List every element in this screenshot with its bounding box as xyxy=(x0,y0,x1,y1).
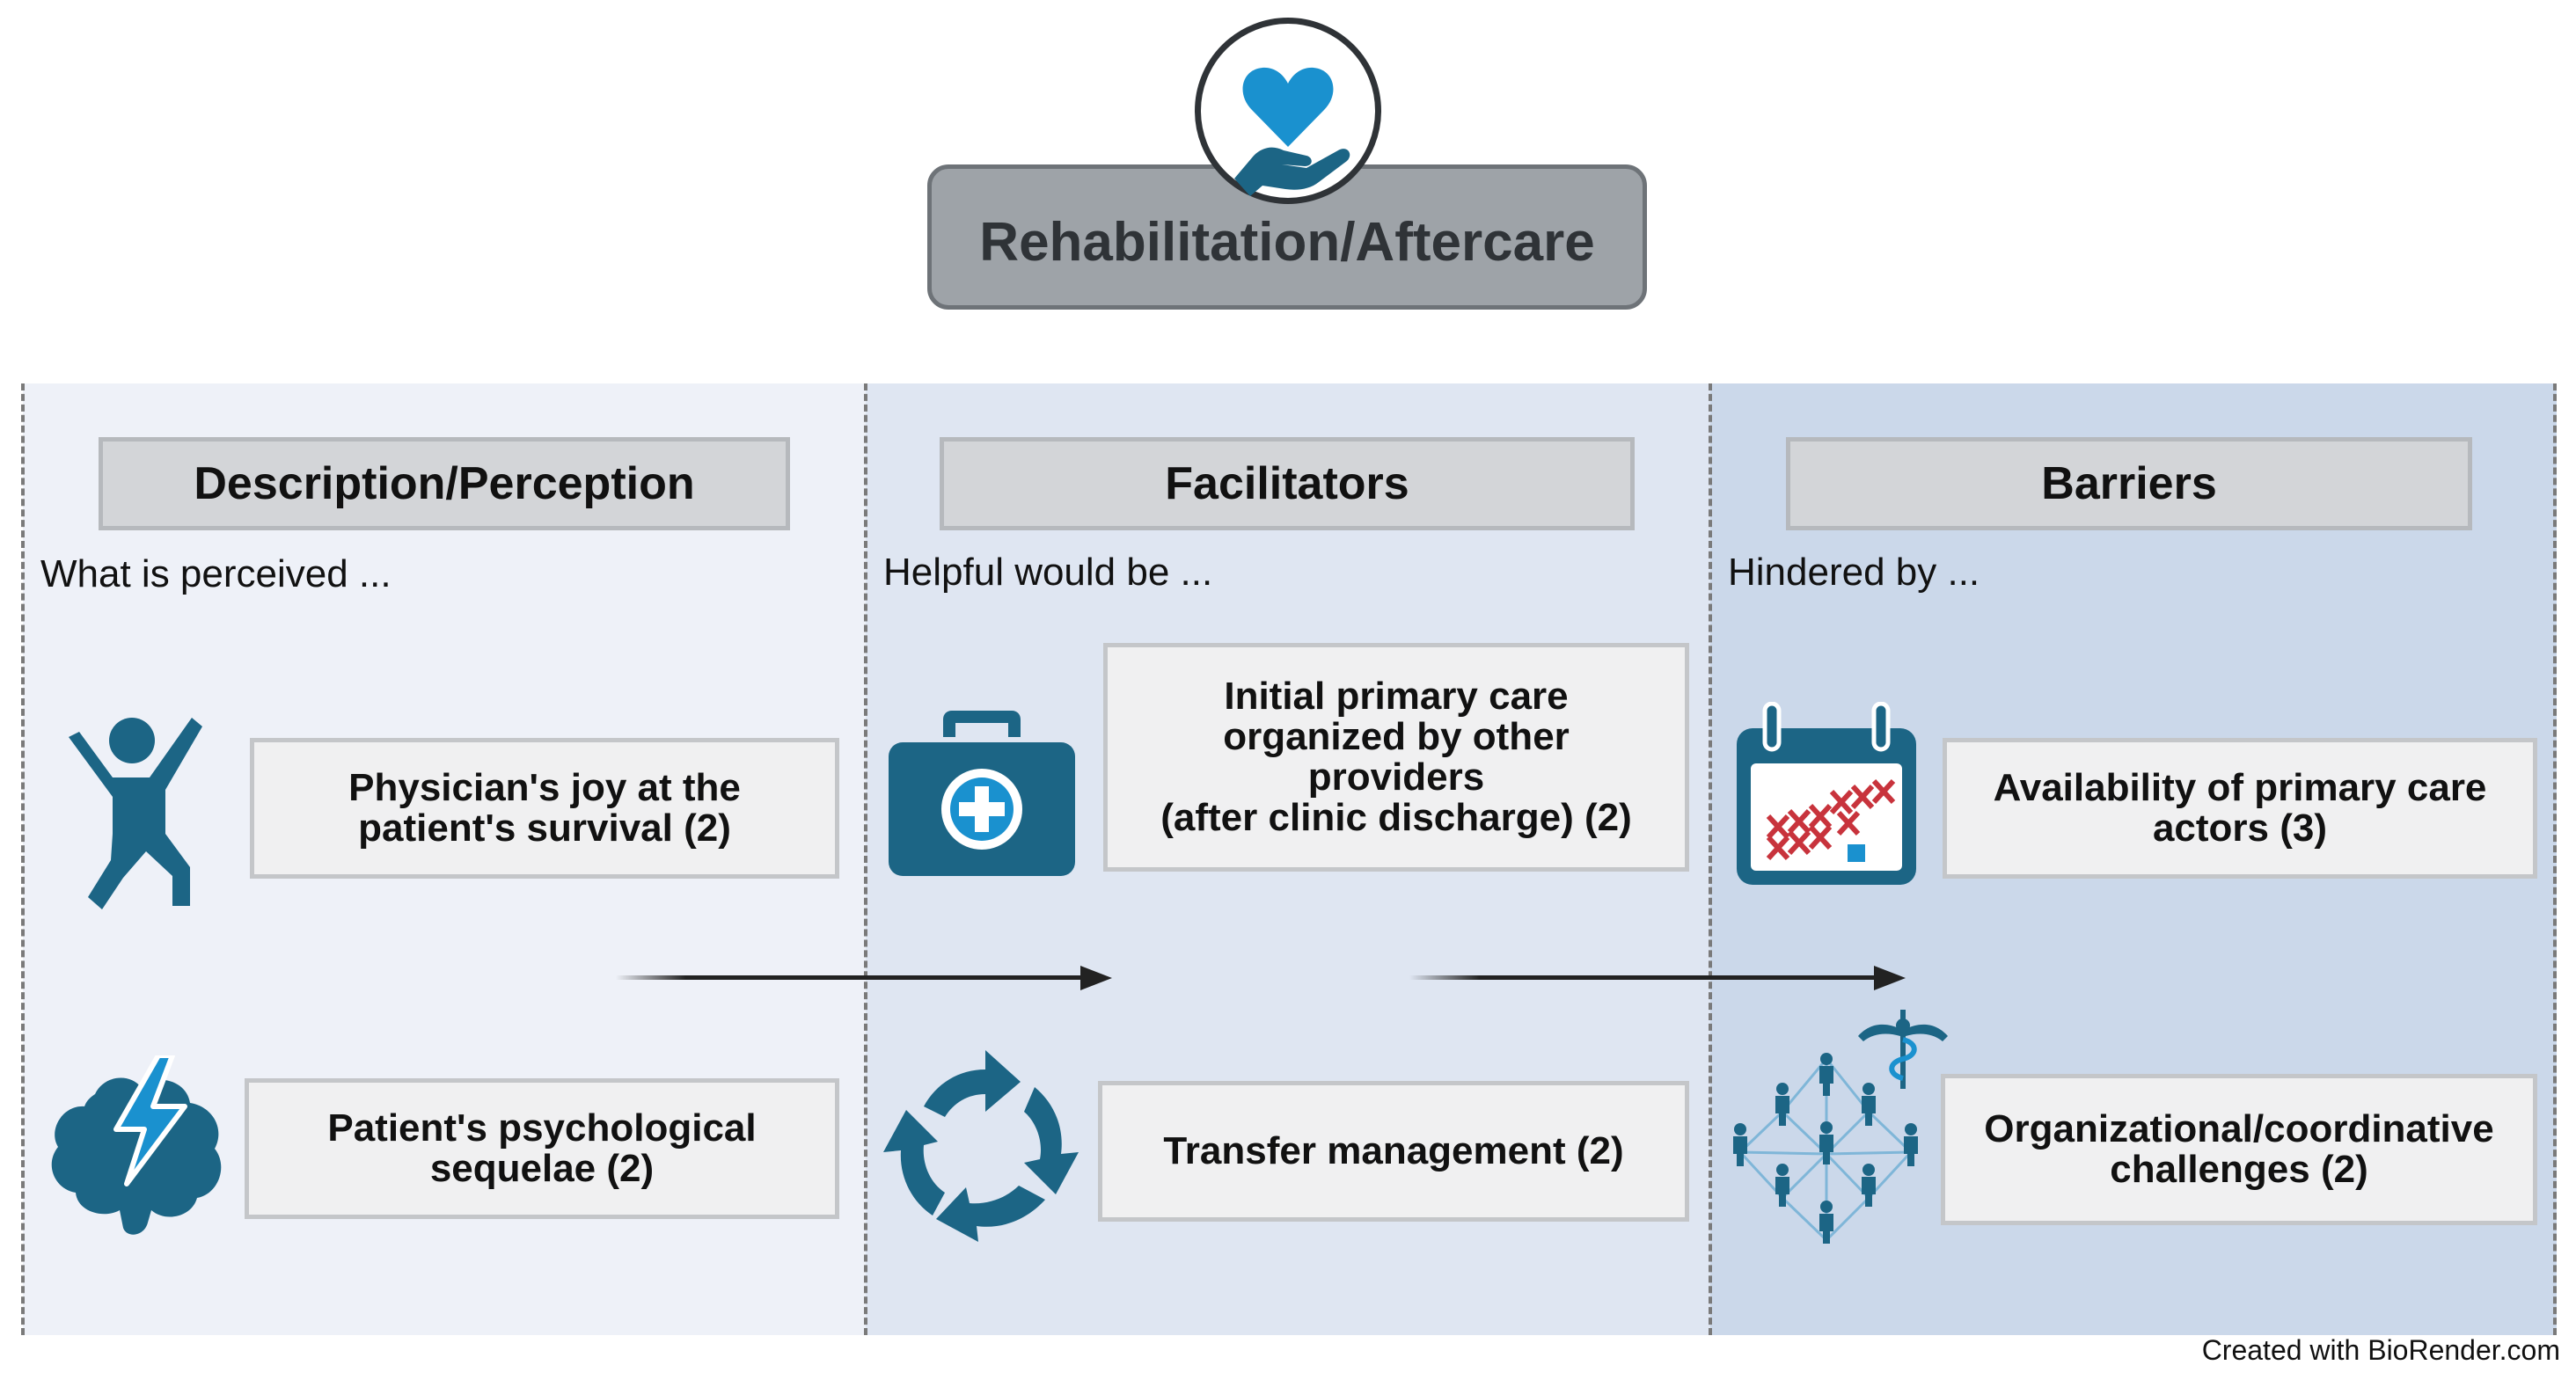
item-organizational: Organizational/coordinative challenges (… xyxy=(1941,1074,2537,1225)
item-transfer: Transfer management (2) xyxy=(1098,1081,1689,1222)
divider-2 xyxy=(1709,383,1712,1335)
header-barriers: Barriers xyxy=(1786,437,2472,530)
arrow-right-2 xyxy=(1409,966,1906,990)
credit-text: Created with BioRender.com xyxy=(2201,1334,2560,1366)
page-title: Rehabilitation/Aftercare xyxy=(979,212,1595,273)
subtitle-facilitators: Helpful would be ... xyxy=(883,551,1213,594)
header-facilitators: Facilitators xyxy=(940,437,1635,530)
header-description: Description/Perception xyxy=(99,437,790,530)
divider-right xyxy=(2553,383,2557,1335)
subtitle-barriers: Hindered by ... xyxy=(1728,551,1980,594)
calendar-icon xyxy=(1737,702,1916,885)
divider-left xyxy=(21,383,25,1335)
cycle-arrows-icon xyxy=(883,1050,1079,1242)
arrow-right-1 xyxy=(616,966,1112,990)
title-icon-circle xyxy=(1195,18,1381,204)
subtitle-description: What is perceived ... xyxy=(40,552,392,595)
happy-person-icon xyxy=(69,718,202,909)
item-psych: Patient's psychological sequelae (2) xyxy=(245,1078,839,1219)
first-aid-kit-icon xyxy=(889,711,1075,876)
item-primary-care-other: Initial primary care organized by other … xyxy=(1103,643,1689,872)
divider-1 xyxy=(864,383,867,1335)
item-availability: Availability of primary care actors (3) xyxy=(1943,738,2537,879)
heart-hand-icon xyxy=(1234,67,1350,196)
brain-lightning-icon xyxy=(51,1055,222,1235)
item-joy: Physician's joy at the patient's surviva… xyxy=(250,738,839,879)
network-people-icon xyxy=(1733,1010,1948,1244)
